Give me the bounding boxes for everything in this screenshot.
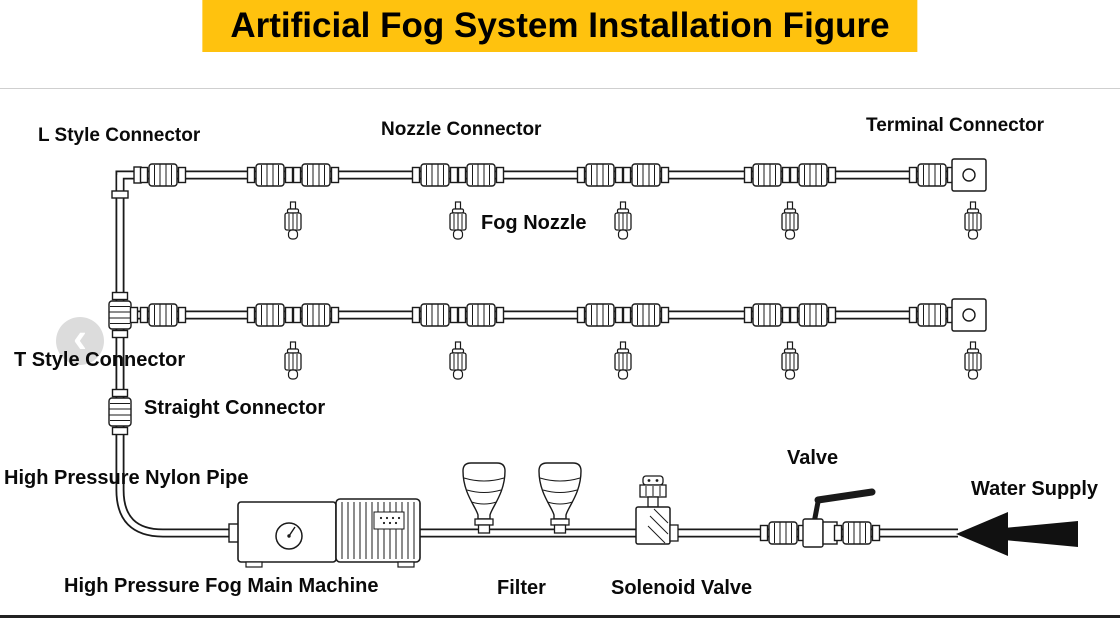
- filter-icon: [462, 462, 506, 534]
- label-t-style-connector: T Style Connector: [14, 349, 186, 371]
- nozzle-connector-icon: [745, 304, 836, 326]
- page-title: Artificial Fog System Installation Figur…: [230, 6, 890, 45]
- nozzle-connector-icon: [248, 164, 339, 186]
- terminal-connector-icon: [910, 299, 987, 331]
- nozzle-connector-icon: [413, 164, 504, 186]
- terminal-connector-icon: [910, 159, 987, 191]
- nozzle-connector-icon: [745, 164, 836, 186]
- fog-nozzle-icon: [284, 201, 302, 240]
- pipe-fitting-icon: [141, 164, 186, 186]
- label-terminal-connector: Terminal Connector: [866, 115, 1045, 136]
- title-banner: Artificial Fog System Installation Figur…: [202, 0, 918, 52]
- fog-nozzle-icon: [614, 341, 632, 380]
- straight-connector-icon: [109, 390, 131, 435]
- fog-nozzle-icon: [964, 201, 982, 240]
- label-high-pressure-nylon-pipe: High Pressure Nylon Pipe: [4, 467, 249, 489]
- fog-nozzle-icon: [781, 201, 799, 240]
- filter-icon: [538, 462, 582, 534]
- chevron-left-icon: ‹: [73, 314, 87, 361]
- ball-valve-icon: [761, 488, 880, 548]
- label-solenoid-valve: Solenoid Valve: [611, 577, 753, 599]
- solenoid-valve-icon: [635, 475, 679, 545]
- nozzle-connector-icon: [578, 164, 669, 186]
- label-high-pressure-fog-main-machine: High Pressure Fog Main Machine: [64, 575, 379, 597]
- label-l-style-connector: L Style Connector: [38, 125, 201, 146]
- header-divider: [0, 88, 1120, 89]
- label-fog-nozzle: Fog Nozzle: [481, 212, 587, 234]
- fog-nozzle-icon: [449, 201, 467, 240]
- fog-nozzle-icon: [449, 341, 467, 380]
- carousel-prev-button[interactable]: ‹: [56, 317, 104, 365]
- nozzle-connector-icon: [413, 304, 504, 326]
- t-connector-icon: [108, 291, 139, 339]
- label-nozzle-connector: Nozzle Connector: [381, 119, 542, 140]
- nozzle-connector-icon: [578, 304, 669, 326]
- label-valve: Valve: [787, 447, 839, 469]
- nozzle-connector-icon: [248, 304, 339, 326]
- label-water-supply: Water Supply: [971, 478, 1099, 500]
- fog-nozzle-icon: [781, 341, 799, 380]
- fog-nozzle-icon: [614, 201, 632, 240]
- pipe-fitting-icon: [141, 304, 186, 326]
- water-supply-arrow-icon: [956, 512, 1078, 556]
- label-straight-connector: Straight Connector: [144, 397, 326, 419]
- main-machine-icon: [228, 498, 421, 568]
- fog-nozzle-icon: [964, 341, 982, 380]
- label-filter: Filter: [497, 577, 546, 599]
- fog-nozzle-icon: [284, 341, 302, 380]
